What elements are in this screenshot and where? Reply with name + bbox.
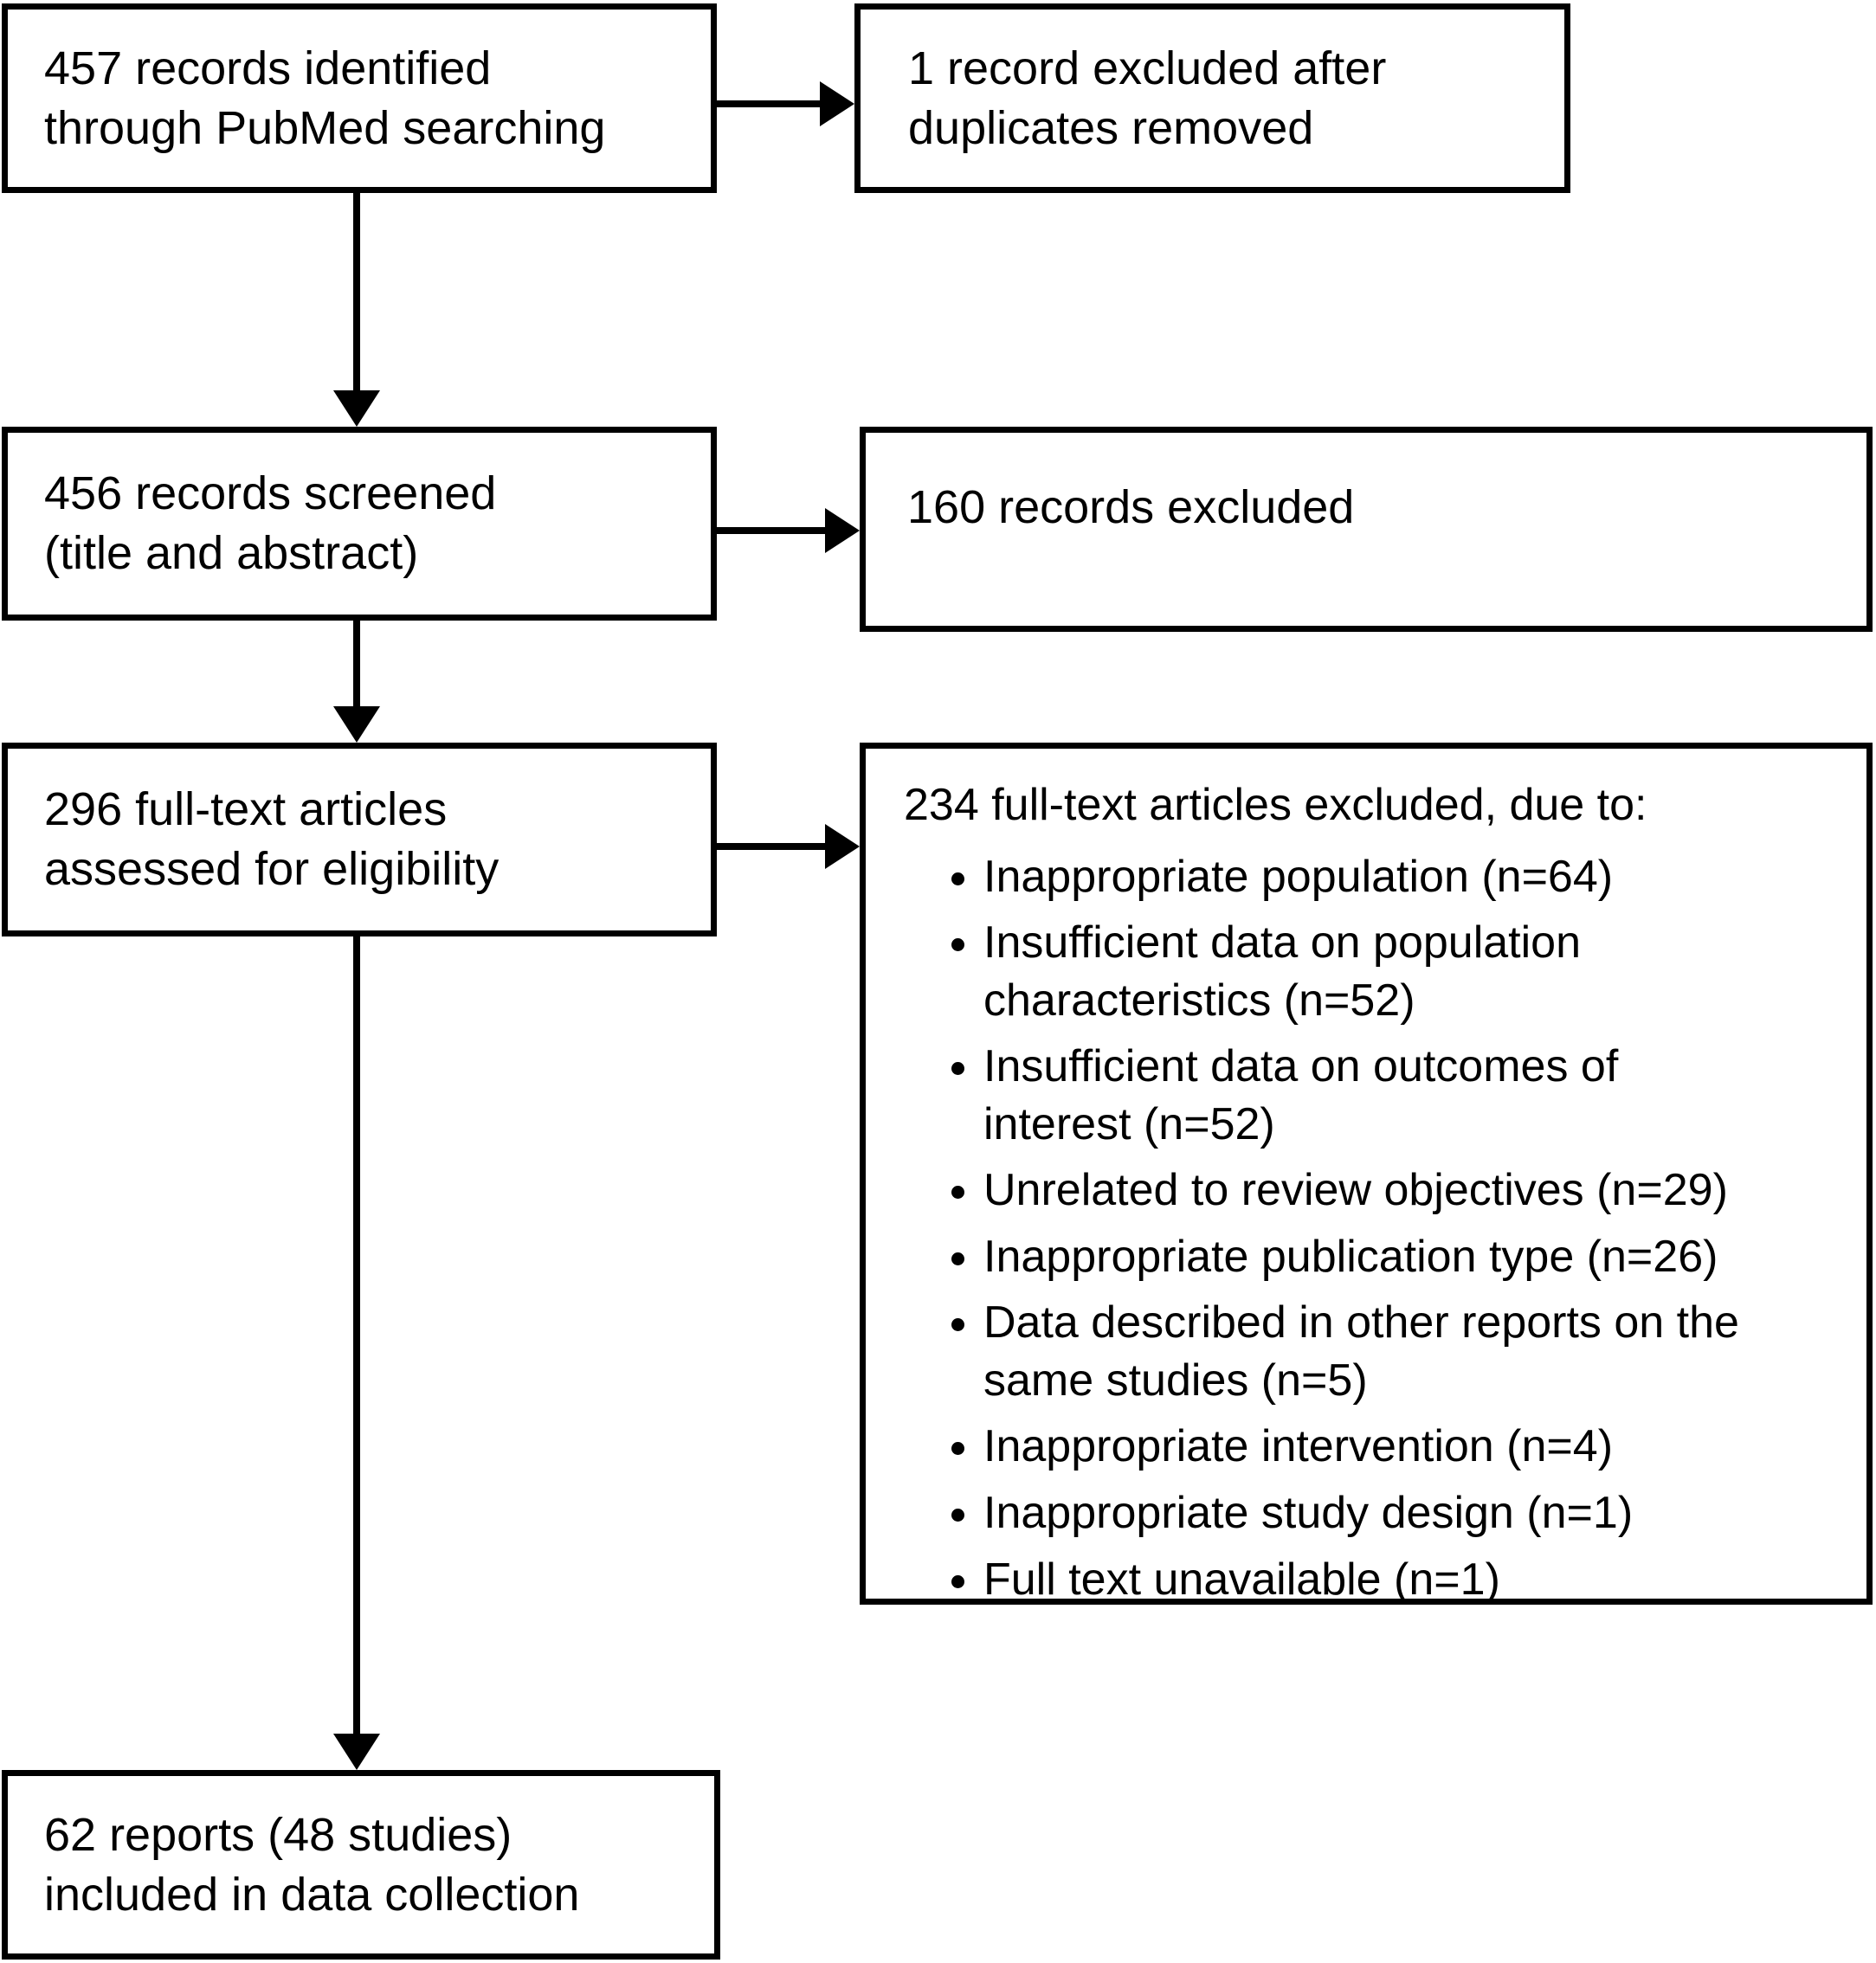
box-fulltext-excluded: 234 full-text articles excluded, due to:…	[860, 743, 1873, 1605]
arrowhead-down-icon	[333, 1734, 380, 1770]
arrow-shaft	[353, 193, 360, 392]
box-duplicates-excluded-text: 1 record excluded after duplicates remov…	[908, 42, 1387, 154]
arrow-shaft	[716, 527, 827, 534]
box-duplicates-excluded: 1 record excluded after duplicates remov…	[854, 3, 1570, 193]
arrowhead-down-icon	[333, 390, 380, 427]
box-included-text: 62 reports (48 studies) included in data…	[44, 1808, 580, 1921]
box-fulltext-assessed: 296 full-text articles assessed for elig…	[2, 743, 717, 936]
exclusion-reason-item: Insufficient data on population characte…	[983, 914, 1841, 1029]
arrowhead-right-icon	[820, 81, 854, 126]
exclusion-reason-item: Data described in other reports on the s…	[983, 1294, 1841, 1409]
box-fulltext-assessed-text: 296 full-text articles assessed for elig…	[44, 783, 500, 895]
box-records-excluded-text: 160 records excluded	[907, 481, 1355, 533]
exclusion-reason-item: Inappropriate study design (n=1)	[983, 1484, 1841, 1542]
arrowhead-down-icon	[333, 706, 380, 743]
arrowhead-right-icon	[825, 508, 860, 553]
box-records-identified-text: 457 records identified through PubMed se…	[44, 42, 606, 154]
exclusion-reason-item: Full text unavailable (n=1)	[983, 1551, 1841, 1609]
fulltext-excluded-header: 234 full-text articles excluded, due to:	[904, 780, 1647, 830]
arrow-shaft	[353, 621, 360, 708]
arrow-shaft	[353, 936, 360, 1735]
exclusion-reason-item: Inappropriate population (n=64)	[983, 848, 1841, 906]
arrow-shaft	[716, 100, 822, 107]
exclusion-reason-item: Insufficient data on outcomes of interes…	[983, 1038, 1841, 1153]
fulltext-excluded-reason-list: Inappropriate population (n=64) Insuffic…	[904, 848, 1841, 1618]
box-records-screened: 456 records screened (title and abstract…	[2, 427, 717, 621]
arrow-shaft	[716, 843, 827, 850]
box-records-identified: 457 records identified through PubMed se…	[2, 3, 717, 193]
box-included: 62 reports (48 studies) included in data…	[2, 1770, 720, 1960]
exclusion-reason-item: Inappropriate intervention (n=4)	[983, 1418, 1841, 1476]
exclusion-reason-item: Unrelated to review objectives (n=29)	[983, 1162, 1841, 1220]
box-records-excluded: 160 records excluded	[860, 427, 1873, 632]
box-records-screened-text: 456 records screened (title and abstract…	[44, 467, 497, 579]
exclusion-reason-item: Inappropriate publication type (n=26)	[983, 1228, 1841, 1286]
arrowhead-right-icon	[825, 824, 860, 869]
